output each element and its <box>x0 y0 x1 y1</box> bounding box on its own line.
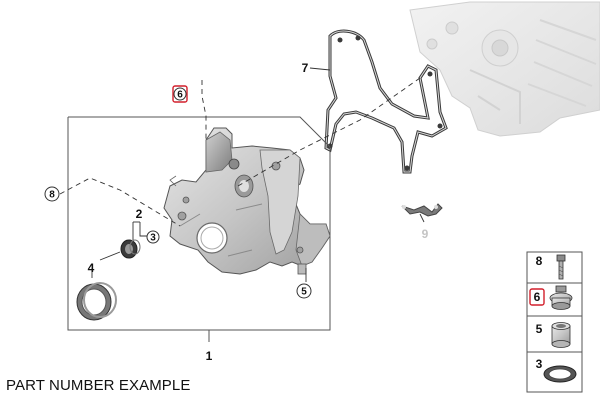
label-4: 4 <box>88 261 95 275</box>
caption: PART NUMBER EXAMPLE <box>6 377 191 394</box>
svg-text:8: 8 <box>49 190 55 201</box>
legend-number-8: 8 <box>536 254 543 268</box>
plug-icon <box>549 285 573 310</box>
part-legend: 8 6 5 3 <box>526 251 583 393</box>
label-1: 1 <box>206 349 213 363</box>
seal-ring-small <box>120 239 141 259</box>
gasket <box>324 29 448 174</box>
label-2: 2 <box>136 207 143 221</box>
legend-number-6: 6 <box>534 290 541 304</box>
label-9: 9 <box>422 227 429 241</box>
legend-highlight-6 <box>529 288 545 306</box>
legend-number-5: 5 <box>536 322 543 336</box>
callout-6-highlighted: 6 <box>172 85 188 103</box>
callout-5: 5 <box>296 283 312 299</box>
bracket-ghost <box>401 203 443 217</box>
callout-3: 3 <box>146 230 160 244</box>
assembly-frame <box>67 116 331 342</box>
shaft-seal <box>76 282 117 321</box>
callout-bracket-2-3 <box>132 221 148 240</box>
svg-text:6: 6 <box>177 90 183 101</box>
label-7: 7 <box>302 61 309 75</box>
svg-text:3: 3 <box>150 233 156 244</box>
leader-lines <box>59 67 425 282</box>
callout-8: 8 <box>44 186 60 202</box>
seal-ring-icon <box>543 365 577 383</box>
timing-cover <box>163 127 331 275</box>
sleeve-icon <box>551 322 571 348</box>
svg-text:5: 5 <box>301 287 307 298</box>
engine-block-ghost <box>409 1 600 137</box>
legend-number-3: 3 <box>536 357 543 371</box>
bolt-icon <box>556 254 566 280</box>
